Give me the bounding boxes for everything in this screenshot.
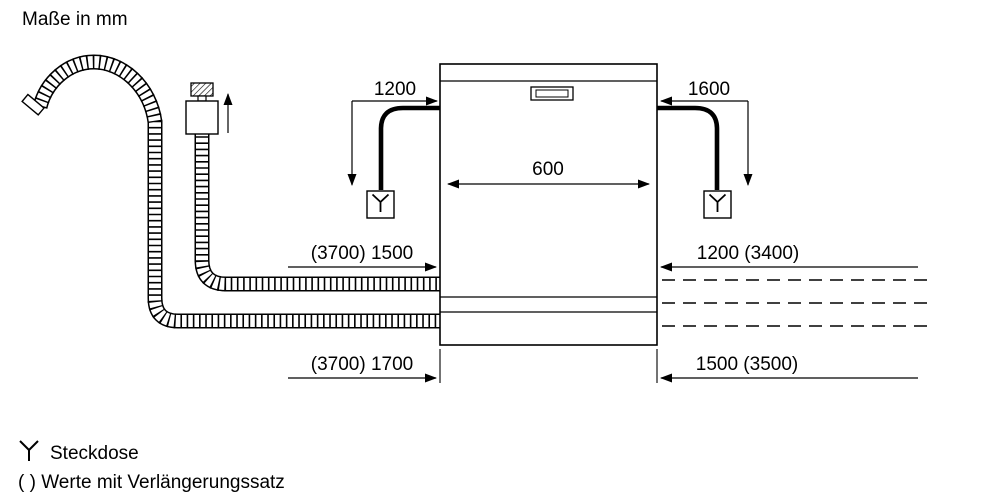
width-dimension-label: 600 bbox=[532, 159, 564, 180]
legend-socket-icon bbox=[19, 440, 39, 461]
dimension-drain-right-label: 1500 (3500) bbox=[696, 354, 798, 375]
power-cord-right bbox=[657, 105, 720, 190]
display-panel-inner bbox=[535, 89, 569, 98]
dimension-cord-left: 1200 bbox=[347, 79, 438, 186]
dishwasher-outline bbox=[439, 63, 658, 346]
socket-right-icon bbox=[708, 193, 727, 212]
socket-right bbox=[703, 190, 732, 219]
socket-left bbox=[366, 190, 395, 219]
dimension-supply-right: 1200 (3400) bbox=[660, 243, 918, 272]
tap-neck bbox=[197, 95, 207, 102]
water-tap-icon bbox=[190, 82, 214, 97]
drain-hose-end-cap bbox=[21, 93, 45, 116]
dimension-drain-left-label: (3700) 1700 bbox=[311, 354, 413, 375]
dimension-supply-left: (3700) 1500 bbox=[288, 243, 437, 272]
drain-hose bbox=[21, 54, 440, 329]
legend-socket-label: Steckdose bbox=[50, 443, 139, 464]
dimension-cord-right-label: 1600 bbox=[688, 79, 730, 100]
diagram-title: Maße in mm bbox=[22, 9, 128, 30]
dimension-width: 600 bbox=[447, 159, 650, 189]
power-cord-left bbox=[378, 105, 440, 190]
dimension-supply-right-label: 1200 (3400) bbox=[697, 243, 799, 264]
legend-extension-note: ( ) Werte mit Verlängerungssatz bbox=[18, 472, 285, 493]
dimension-supply-left-label: (3700) 1500 bbox=[311, 243, 413, 264]
extension-dashed-lines bbox=[662, 279, 928, 327]
tap-symbol bbox=[185, 82, 219, 135]
dimension-cord-right: 1600 bbox=[660, 79, 753, 186]
legend: Steckdose ( ) Werte mit Verlängerungssat… bbox=[18, 440, 285, 493]
supply-hose bbox=[194, 130, 440, 292]
dimension-drain-right: 1500 (3500) bbox=[660, 354, 918, 383]
aquastop-box bbox=[185, 100, 219, 135]
dishwasher bbox=[439, 63, 658, 346]
socket-left-icon bbox=[371, 193, 390, 212]
dimension-cord-left-label: 1200 bbox=[374, 79, 416, 100]
dimension-drain-left: (3700) 1700 bbox=[288, 354, 437, 383]
